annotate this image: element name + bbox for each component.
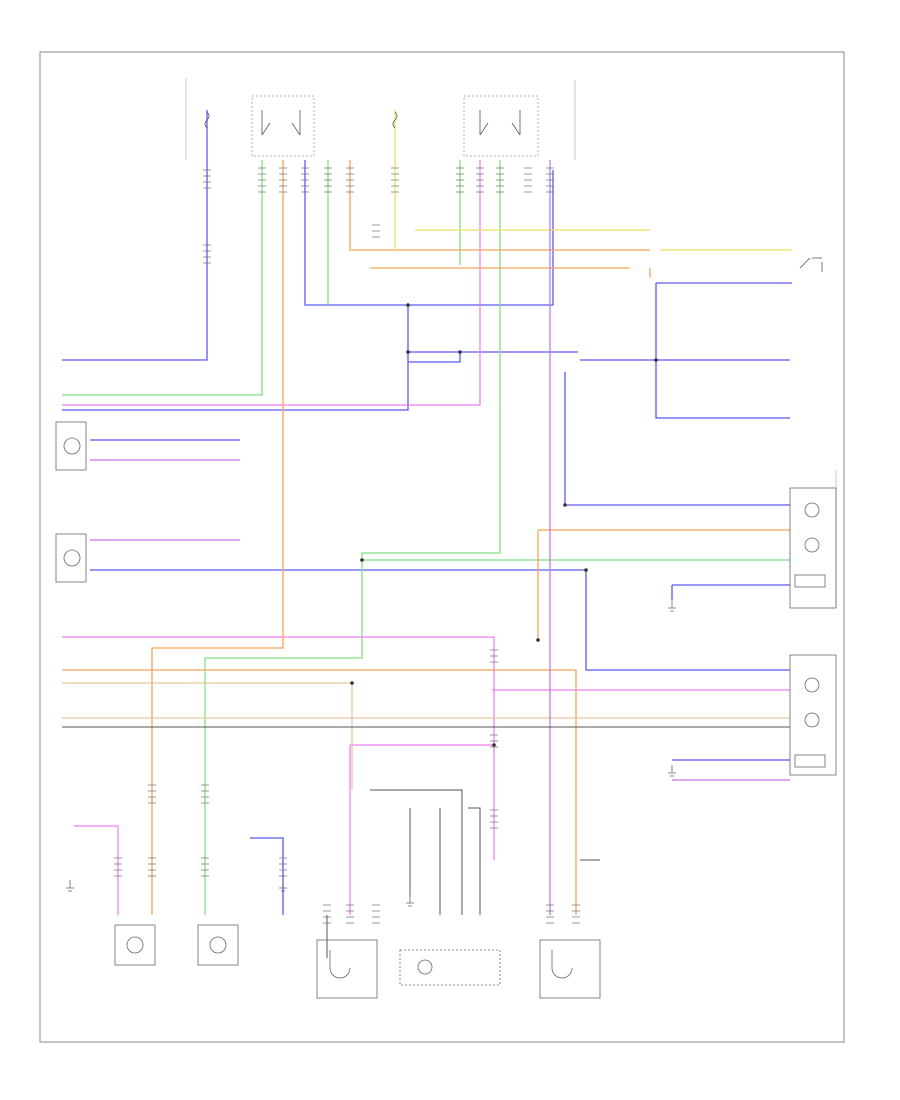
lamp-icon: [63, 549, 81, 567]
bulb-icon: [209, 936, 227, 954]
wire-violet: [90, 160, 790, 915]
wire-yellow: [394, 110, 792, 251]
splices: [350, 303, 658, 747]
center-high-mount-stop-lamp: [399, 949, 501, 986]
stop-lamp-switch-symbol: [799, 257, 823, 272]
right-rear-lamp-assembly: [539, 939, 601, 999]
wire-purple-blue: [62, 110, 792, 915]
switch-box-2: [463, 95, 539, 157]
right-rear-lamp-lower: [789, 654, 837, 776]
left-components: [55, 421, 87, 583]
switch-upper-left: [261, 110, 271, 136]
wire-dark: [62, 726, 790, 958]
fuses: [204, 95, 823, 272]
switch-upper-left-2: [479, 110, 489, 136]
switch-upper-right: [291, 110, 301, 136]
bulb-icon: [804, 537, 820, 553]
lamp-curve: [329, 950, 351, 979]
bulb-icon: [804, 712, 820, 728]
led-icon: [794, 574, 826, 588]
bottom-components: [66, 880, 601, 999]
wire-orange: [62, 160, 790, 915]
ground-icon: [406, 895, 414, 907]
bulb-icon: [126, 936, 144, 954]
ground-icon: [668, 600, 676, 612]
headlamp-switch-upper: [55, 421, 87, 471]
switch-box-1: [251, 95, 315, 157]
lr-turn-lamp: [114, 924, 156, 966]
ground-icon: [668, 765, 676, 777]
right-rear-lamp-upper: [789, 487, 837, 609]
diagram-frame: [39, 51, 845, 1043]
bulb-icon: [804, 502, 820, 518]
connectors: [114, 167, 580, 924]
lamp-curve: [551, 950, 573, 979]
wire-green: [62, 160, 790, 915]
wire-pink: [62, 160, 790, 915]
headlamp-switch-lower: [55, 533, 87, 583]
bulb-icon: [804, 677, 820, 693]
ground-icon: [279, 880, 287, 892]
left-rear-lamp: [316, 939, 378, 999]
switch-upper-right-2: [511, 110, 521, 136]
ground-icon: [66, 880, 74, 892]
lamp-icon: [63, 437, 81, 455]
led-icon: [794, 754, 826, 768]
bulb-icon: [417, 959, 433, 975]
rr-turn-lamp: [197, 924, 239, 966]
wire-tan: [62, 682, 790, 790]
right-components: [668, 487, 837, 777]
wires: [62, 78, 837, 958]
